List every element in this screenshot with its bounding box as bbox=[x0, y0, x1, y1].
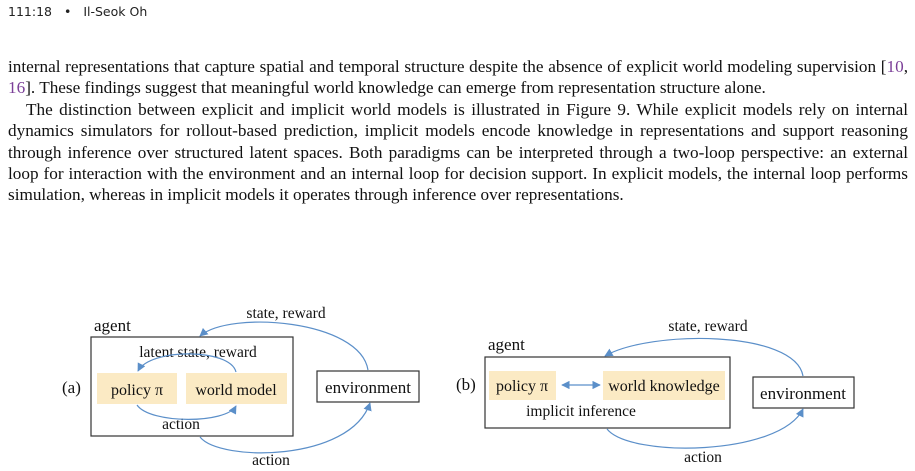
citation-16[interactable]: 16 bbox=[8, 78, 26, 98]
header-separator: • bbox=[63, 4, 72, 19]
paragraph-1: internal representations that capture sp… bbox=[8, 57, 908, 98]
panel-b-policy-box bbox=[489, 371, 556, 400]
panel-b-outer-action-label: action bbox=[684, 449, 722, 466]
panel-a-world-model-box bbox=[186, 373, 287, 404]
panel-a-environment-box bbox=[316, 370, 420, 403]
panel-b-action-arrow bbox=[606, 408, 804, 449]
citation-10[interactable]: 10 bbox=[886, 57, 904, 76]
panel-a-inner-action-arrow bbox=[136, 404, 237, 420]
header-author: Il-Seok Oh bbox=[83, 4, 148, 19]
panel-b-world-knowledge-box bbox=[603, 371, 725, 400]
page-number: 111:18 bbox=[8, 4, 52, 19]
panel-a-environment-text: environment bbox=[325, 378, 411, 397]
panel-b-environment-text: environment bbox=[760, 384, 846, 403]
panel-a-action-arrow bbox=[199, 402, 372, 454]
panel-b-policy-text: policy π bbox=[496, 378, 548, 395]
paragraph-2: The distinction between explicit and imp… bbox=[8, 99, 908, 205]
panel-a-inner-action-label: action bbox=[162, 416, 200, 433]
panel-b-label: (b) bbox=[456, 375, 476, 394]
panel-a-agent-box bbox=[90, 336, 294, 437]
panel-a-agent-label: agent bbox=[94, 316, 131, 335]
panel-a-latent-label: latent state, reward bbox=[139, 344, 257, 361]
panel-a-outer-action-label: action bbox=[252, 452, 290, 469]
panel-b-state-reward-arrow bbox=[604, 337, 804, 377]
panel-a-policy-box bbox=[97, 373, 177, 404]
panel-a-latent-arrow bbox=[137, 353, 237, 373]
panel-b-agent-label: agent bbox=[488, 335, 525, 354]
panel-a-outer-state-label: state, reward bbox=[246, 305, 325, 322]
panel-b-world-knowledge-text: world knowledge bbox=[608, 378, 720, 395]
running-header: 111:18 • Il-Seok Oh bbox=[8, 4, 147, 19]
panel-b-agent-box bbox=[484, 356, 731, 429]
panel-a-label: (a) bbox=[62, 378, 81, 397]
panel-b-environment-box bbox=[752, 376, 855, 409]
panel-b-inference-label: implicit inference bbox=[526, 403, 636, 420]
panel-b-outer-state-label: state, reward bbox=[668, 318, 747, 335]
panel-a-state-reward-arrow bbox=[199, 321, 369, 371]
body-text: internal representations that capture sp… bbox=[8, 56, 908, 206]
panel-a-policy-text: policy π bbox=[111, 382, 163, 399]
panel-a-world-model-text: world model bbox=[195, 382, 277, 399]
